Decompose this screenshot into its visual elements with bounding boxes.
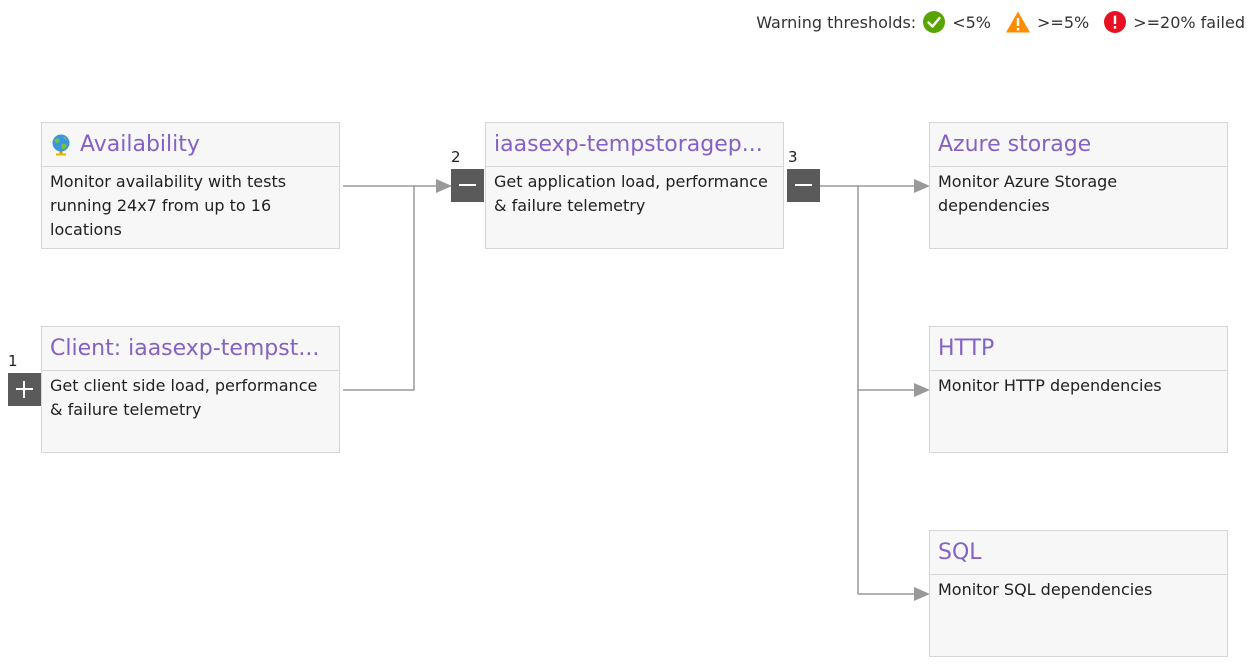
legend-label: Warning thresholds: [756, 12, 917, 32]
sql-description: Monitor SQL dependencies [938, 580, 1153, 599]
client-count: 1 [8, 352, 18, 370]
app-incoming-count: 2 [451, 148, 461, 166]
app-outgoing-count: 3 [788, 148, 798, 166]
legend-ok: <5% [922, 10, 991, 34]
app-title-text: iaasexp-tempstoragep... [494, 132, 763, 157]
minus-icon [795, 184, 812, 186]
arrowhead-into-app [436, 179, 452, 193]
legend-error: >=20% failed [1103, 10, 1245, 34]
azure-storage-title[interactable]: Azure storage [930, 123, 1227, 167]
legend-ok-text: <5% [952, 12, 991, 32]
http-title-text: HTTP [938, 336, 995, 361]
legend-warning: >=5% [1005, 10, 1089, 34]
legend-error-text: >=20% failed [1133, 12, 1245, 32]
app-outgoing-collapse-button[interactable] [787, 169, 820, 202]
client-node[interactable]: Client: iaasexp-tempst... Get client sid… [41, 326, 340, 453]
arrowhead-azure-storage [914, 179, 930, 193]
app-description: Get application load, performance & fail… [494, 172, 768, 215]
app-title[interactable]: iaasexp-tempstoragep... [486, 123, 783, 167]
legend-warning-text: >=5% [1037, 12, 1090, 32]
arrowhead-http [914, 383, 930, 397]
http-node[interactable]: HTTP Monitor HTTP dependencies [929, 326, 1228, 453]
availability-node[interactable]: Availability Monitor availability with t… [41, 122, 340, 249]
minus-icon [459, 184, 476, 186]
arrowhead-sql [914, 587, 930, 601]
azure-storage-node[interactable]: Azure storage Monitor Azure Storage depe… [929, 122, 1228, 249]
availability-description: Monitor availability with tests running … [50, 172, 287, 239]
availability-title-text: Availability [80, 132, 200, 157]
availability-title[interactable]: Availability [42, 123, 339, 167]
client-title[interactable]: Client: iaasexp-tempst... [42, 327, 339, 371]
globe-icon [52, 134, 70, 155]
client-expand-button[interactable] [8, 373, 41, 406]
client-description: Get client side load, performance & fail… [50, 376, 318, 419]
check-circle-icon [923, 11, 946, 33]
app-node[interactable]: iaasexp-tempstoragep... Get application … [485, 122, 784, 249]
client-title-text: Client: iaasexp-tempst... [50, 336, 320, 361]
sql-node[interactable]: SQL Monitor SQL dependencies [929, 530, 1228, 657]
connector-client-to-app [343, 186, 415, 391]
http-title[interactable]: HTTP [930, 327, 1227, 371]
sql-title-text: SQL [938, 540, 982, 565]
sql-title[interactable]: SQL [930, 531, 1227, 575]
azure-storage-description: Monitor Azure Storage dependencies [938, 172, 1118, 215]
warning-thresholds-legend: Warning thresholds: <5% >=5% >=20% faile… [756, 8, 1245, 36]
app-incoming-collapse-button[interactable] [451, 169, 484, 202]
warning-triangle-icon [1006, 11, 1030, 33]
http-description: Monitor HTTP dependencies [938, 376, 1162, 395]
error-circle-icon [1104, 11, 1127, 33]
azure-storage-title-text: Azure storage [938, 132, 1092, 157]
